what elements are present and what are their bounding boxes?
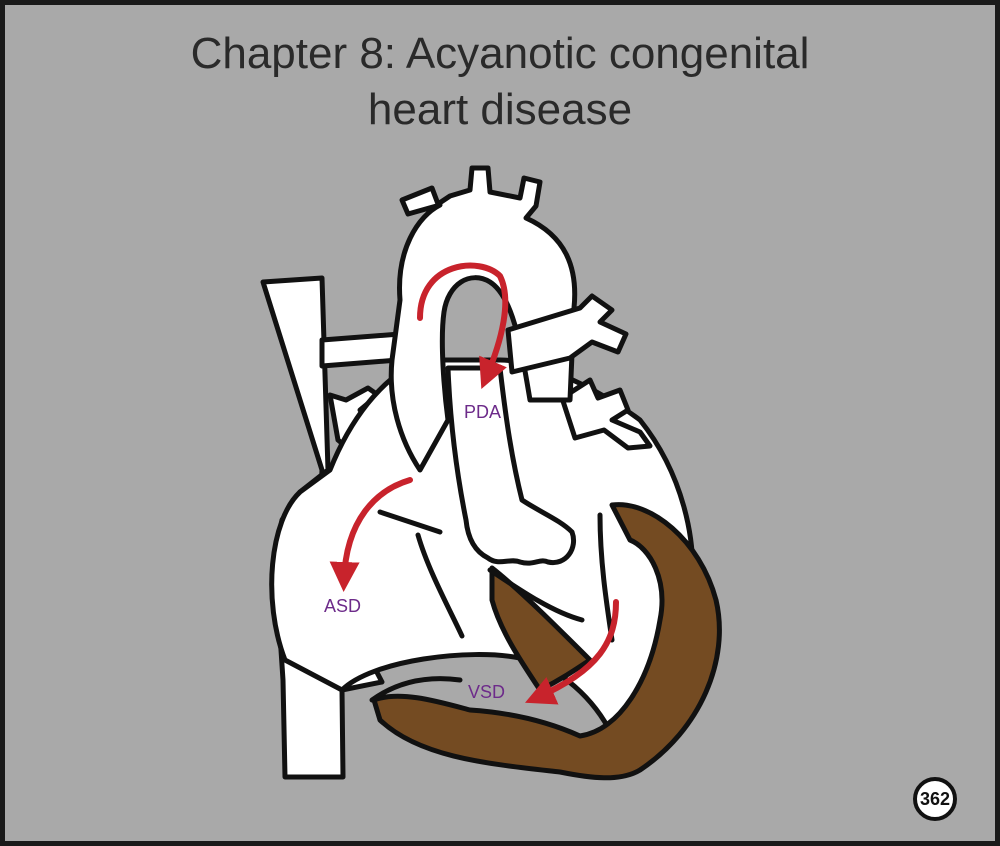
left-ventricle-wall	[371, 502, 722, 781]
asd-label: ASD	[324, 596, 361, 616]
vsd-flow-arrow	[525, 599, 619, 705]
pda-flow-arrow	[417, 262, 509, 390]
page-number-badge: 362	[913, 777, 957, 821]
ventricular-septum	[489, 565, 593, 693]
pda-label: PDA	[464, 402, 501, 422]
left-pulmonary-branch	[319, 331, 403, 369]
title-line-2: heart disease	[367, 85, 633, 134]
interatrial-line	[377, 509, 443, 535]
valve-line	[487, 567, 585, 623]
asd-flow-arrow	[329, 477, 413, 592]
page-title: Chapter 8: Acyanotic congenital heart di…	[0, 26, 1000, 138]
left-pulmonary-artery	[505, 293, 629, 375]
vsd-label: VSD	[468, 682, 505, 702]
right-atrium-line	[415, 532, 465, 639]
title-line-1: Chapter 8: Acyanotic congenital	[190, 29, 810, 78]
pulmonary-vein-right	[559, 377, 653, 451]
tricuspid-line	[369, 676, 463, 703]
pulmonary-trunk	[445, 365, 576, 566]
